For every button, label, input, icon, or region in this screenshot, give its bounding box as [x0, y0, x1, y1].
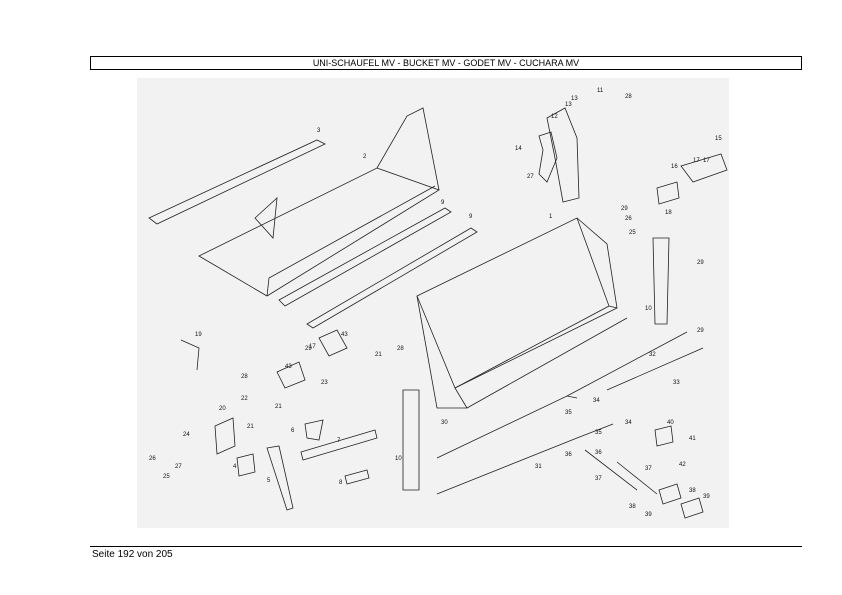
- callout-43: 43: [285, 364, 292, 370]
- cylinder-10-lower: [402, 389, 420, 491]
- callout-26: 26: [625, 216, 632, 222]
- callout-8: 8: [339, 480, 343, 486]
- hose-32: [566, 331, 688, 397]
- callout-36: 36: [565, 452, 572, 458]
- callout-39: 39: [645, 512, 652, 518]
- callout-28: 28: [397, 346, 404, 352]
- callout-35: 35: [565, 410, 572, 416]
- callout-29: 29: [305, 346, 312, 352]
- callout-13: 13: [571, 96, 578, 102]
- wear-strip-3: [148, 139, 326, 225]
- callout-17: 17: [309, 344, 316, 350]
- callout-36: 36: [595, 450, 602, 456]
- lever-5: [266, 445, 294, 511]
- callout-37: 37: [595, 476, 602, 482]
- cylinder-10-upper: [652, 237, 670, 325]
- callout-27: 27: [527, 174, 534, 180]
- callout-29: 29: [621, 206, 628, 212]
- bracket-12: [538, 131, 558, 183]
- callout-20: 20: [219, 406, 226, 412]
- hose-31: [436, 423, 614, 495]
- callout-21: 21: [375, 352, 382, 358]
- callout-21: 21: [275, 404, 282, 410]
- callout-34: 34: [593, 398, 600, 404]
- part-4: [236, 453, 256, 477]
- callout-4: 4: [233, 464, 237, 470]
- link-20: [214, 417, 236, 455]
- callout-17: 17: [703, 158, 710, 164]
- callout-15: 15: [715, 136, 722, 142]
- callout-35: 35: [595, 430, 602, 436]
- callout-6: 6: [291, 428, 295, 434]
- callout-30: 30: [441, 420, 448, 426]
- plate-7: [300, 429, 378, 461]
- callout-34: 34: [625, 420, 632, 426]
- callout-25: 25: [163, 474, 170, 480]
- callout-11: 11: [597, 88, 604, 94]
- hose-33: [606, 347, 704, 391]
- callout-7: 7: [337, 438, 341, 444]
- callout-27: 27: [175, 464, 182, 470]
- edge-strip-9a: [278, 207, 452, 307]
- valve-40: [654, 425, 674, 447]
- callout-29: 29: [697, 260, 704, 266]
- callout-24: 24: [183, 432, 190, 438]
- callout-41: 41: [689, 436, 696, 442]
- bucket-1: [416, 217, 610, 389]
- edge-strip-9b: [306, 227, 478, 329]
- callout-14: 14: [515, 146, 522, 152]
- drawing-lines: [148, 107, 728, 519]
- hose-37a: [584, 449, 638, 491]
- callout-26: 26: [149, 456, 156, 462]
- callout-12: 12: [551, 114, 558, 120]
- callout-28: 28: [625, 94, 632, 100]
- callout-38: 38: [629, 504, 636, 510]
- bracket-15: [680, 153, 728, 183]
- callout-23: 23: [321, 380, 328, 386]
- callout-37: 37: [645, 466, 652, 472]
- footer-divider: [90, 546, 802, 547]
- callout-42: 42: [679, 462, 686, 468]
- callout-18: 18: [665, 210, 672, 216]
- callout-43: 43: [341, 332, 348, 338]
- coupler-38a: [658, 483, 682, 505]
- angle-19: [180, 339, 200, 371]
- callout-5: 5: [267, 478, 271, 484]
- callout-13: 13: [565, 102, 572, 108]
- callout-9: 9: [441, 200, 445, 206]
- pin-6: [304, 419, 324, 441]
- link-43a: [318, 329, 348, 357]
- callout-32: 32: [649, 352, 656, 358]
- callout-40: 40: [667, 420, 674, 426]
- callout-10: 10: [645, 306, 652, 312]
- callout-2: 2: [363, 154, 367, 160]
- callout-16: 16: [671, 164, 678, 170]
- callout-25: 25: [629, 230, 636, 236]
- callout-28: 28: [241, 374, 248, 380]
- callout-10: 10: [395, 456, 402, 462]
- callout-29: 29: [697, 328, 704, 334]
- callout-39: 39: [703, 494, 710, 500]
- bracket-11: [546, 107, 580, 203]
- callout-19: 19: [195, 332, 202, 338]
- callout-1: 1: [549, 214, 553, 220]
- hose-30: [436, 395, 578, 459]
- callout-3: 3: [317, 128, 321, 134]
- link-43b: [276, 361, 306, 389]
- callout-22: 22: [241, 396, 248, 402]
- hose-37b: [616, 461, 658, 495]
- callout-31: 31: [535, 464, 542, 470]
- callout-17: 17: [693, 158, 700, 164]
- bracket-16: [656, 181, 680, 205]
- callout-21: 21: [247, 424, 254, 430]
- callout-38: 38: [689, 488, 696, 494]
- coupler-38b: [680, 497, 704, 519]
- page-number: Seite 192 von 205: [92, 549, 173, 560]
- pin-8: [344, 469, 370, 485]
- callout-9: 9: [469, 214, 473, 220]
- page-title: UNI-SCHAUFEL MV - BUCKET MV - GODET MV -…: [90, 56, 802, 70]
- callout-33: 33: [673, 380, 680, 386]
